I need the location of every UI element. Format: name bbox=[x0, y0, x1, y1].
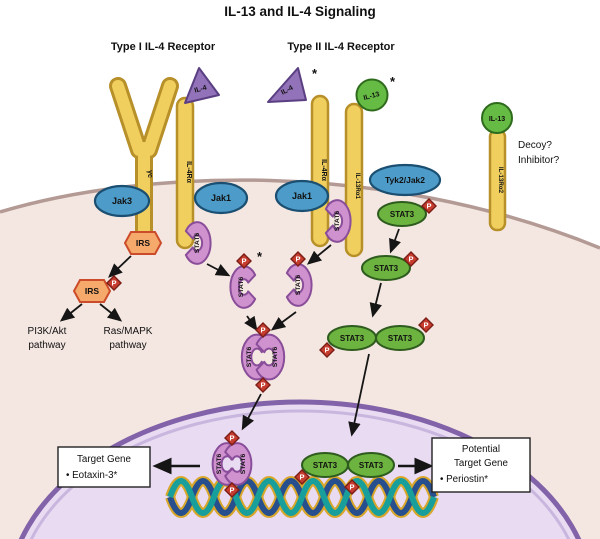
il13-decoy-label: IL-13 bbox=[489, 116, 505, 123]
il4ra-type1-label: IL-4Rα bbox=[185, 161, 192, 184]
stat6-phospho-left-label: STAT6 bbox=[238, 277, 245, 298]
stat3-monomer-2 bbox=[361, 255, 411, 281]
target-gene-item: • Eotaxin-3* bbox=[66, 470, 118, 481]
jak3-label: Jak3 bbox=[112, 196, 132, 206]
jak1-kinase-type2 bbox=[274, 179, 330, 213]
arrow-to-rasmapk bbox=[99, 303, 123, 322]
arrow-stat3-step2 bbox=[369, 282, 382, 318]
cell-membrane bbox=[0, 178, 600, 250]
pi3k-akt-pathway-line1: PI3K/Akt bbox=[28, 326, 67, 337]
stat3-nuclear-left-label: STAT3 bbox=[313, 461, 338, 470]
stat3-dimer-right bbox=[375, 325, 425, 351]
arrow-stat6-r2-release bbox=[306, 244, 332, 265]
stat3-monomer-1 bbox=[377, 201, 427, 227]
il4-ligand-type1-label: IL-4 bbox=[194, 85, 208, 95]
nucleus bbox=[18, 399, 582, 539]
arrow-stat6-right-to-dimer bbox=[270, 311, 297, 331]
target-gene-box bbox=[57, 446, 151, 488]
stat6-dimer-left-label: STAT6 bbox=[246, 347, 253, 368]
arrow-stat6-r1-release bbox=[206, 263, 231, 277]
stat3-nuclear-right bbox=[347, 452, 395, 478]
jak1-type2-label: Jak1 bbox=[292, 191, 312, 201]
il4-type2-asterisk: * bbox=[312, 66, 318, 81]
potential-gene-item: • Periostin* bbox=[440, 474, 488, 485]
arrow-to-pi3k bbox=[59, 303, 83, 322]
stat6-receptor2-label: STAT6 bbox=[334, 211, 341, 232]
il4-ligand-type1 bbox=[184, 67, 220, 104]
il13ra1-label: IL-13Rα1 bbox=[354, 173, 361, 200]
stat6-phospho-right-label: STAT6 bbox=[295, 275, 302, 296]
pi3k-akt-pathway-line2: pathway bbox=[28, 340, 65, 351]
potential-gene-title-line2: Target Gene bbox=[454, 458, 508, 469]
irs-2-label: IRS bbox=[85, 286, 100, 296]
il4ra-chain-type1 bbox=[175, 96, 195, 250]
jak1-type1-label: Jak1 bbox=[211, 193, 231, 203]
stat3-dimer-left-label: STAT3 bbox=[340, 334, 365, 343]
il13-ligand bbox=[355, 78, 389, 112]
arrow-stat3-step1 bbox=[389, 228, 401, 254]
type2-receptor-complex: IL-4 * IL-13 * IL-4Rα IL-13Rα1 Jak1 Tyk2… bbox=[267, 66, 442, 258]
stat6-nuclear-left-label: STAT6 bbox=[216, 454, 223, 475]
stat3-dimer-right-label: STAT3 bbox=[388, 334, 413, 343]
stat6-nuclear-right-label: STAT6 bbox=[240, 454, 247, 475]
irs-adaptor-1 bbox=[123, 231, 163, 255]
ras-mapk-pathway-line2: pathway bbox=[109, 340, 146, 351]
gene-boxes: Target Gene • Eotaxin-3* Potential Targe… bbox=[57, 437, 531, 493]
nuclear-complexes: STAT6 STAT6 STAT3 STAT3 bbox=[211, 430, 395, 498]
ras-mapk-pathway-line1: Ras/MAPK bbox=[104, 326, 153, 337]
il13-ligand-label: IL-13 bbox=[363, 91, 381, 102]
type1-receptor-complex: IL-4 γc IL-4Rα Jak3 Jak1 STAT6 bbox=[93, 67, 249, 266]
irs-branch: IRS IRS PI3K/Akt pathway Ras/MAPK pathwa… bbox=[28, 231, 163, 351]
arrow-irs-to-irs-p bbox=[108, 255, 132, 278]
il13-ligand-decoy bbox=[481, 102, 513, 134]
arrow-stat3-dimer-to-nucleus bbox=[348, 353, 370, 437]
figure-title: IL-13 and IL-4 Signaling bbox=[224, 4, 376, 19]
arrow-stat6-dimer-to-nucleus bbox=[241, 393, 262, 431]
stat6-dimer: STAT6 STAT6 bbox=[240, 322, 286, 393]
stat3-nuclear-right-label: STAT3 bbox=[359, 461, 384, 470]
tyk2-jak2-label: Tyk2/Jak2 bbox=[385, 175, 425, 185]
nucleus-inner-ring bbox=[29, 409, 571, 539]
stat6-phospho-monomers: STAT6 * STAT6 bbox=[229, 249, 313, 310]
il4ra-type2-label: IL-4Rα bbox=[320, 159, 327, 182]
stat6-receptor1-label: STAT6 bbox=[194, 233, 201, 254]
decoy-note-line2: Inhibitor? bbox=[518, 155, 560, 166]
potential-gene-title-line1: Potential bbox=[462, 444, 500, 455]
arrow-stat6-left-to-dimer bbox=[244, 315, 258, 332]
il13-asterisk: * bbox=[390, 74, 396, 89]
decoy-note-line1: Decoy? bbox=[518, 140, 552, 151]
stat3-cascade: STAT3 STAT3 STAT3 STAT3 bbox=[319, 198, 437, 358]
il4-ligand-type2 bbox=[267, 67, 307, 103]
dna-helix bbox=[165, 476, 439, 518]
stat6-phospho-asterisk: * bbox=[257, 249, 263, 264]
type2-receptor-heading: Type II IL-4 Receptor bbox=[287, 41, 395, 53]
dna-strand-teal bbox=[167, 478, 437, 516]
potential-target-gene-box bbox=[431, 437, 531, 493]
stat3-monomer-1-label: STAT3 bbox=[390, 210, 415, 219]
type1-receptor-heading: Type I IL-4 Receptor bbox=[111, 41, 216, 53]
jak1-kinase-type1 bbox=[193, 181, 249, 215]
irs-1-label: IRS bbox=[136, 238, 151, 248]
il13ra2-label: IL-13Rα2 bbox=[497, 167, 504, 194]
irs-adaptor-2 bbox=[72, 279, 112, 303]
target-gene-title: Target Gene bbox=[77, 454, 131, 465]
stat3-monomer-2-label: STAT3 bbox=[374, 264, 399, 273]
decoy-receptor: IL-13 IL-13Rα2 Decoy? Inhibitor? bbox=[481, 102, 560, 232]
tyk2-jak2-kinase bbox=[368, 163, 442, 197]
stat6-dimer-right-label: STAT6 bbox=[272, 347, 279, 368]
jak3-kinase bbox=[93, 184, 151, 218]
gamma-c-label: γc bbox=[146, 170, 153, 178]
signal-arrows bbox=[59, 228, 434, 475]
